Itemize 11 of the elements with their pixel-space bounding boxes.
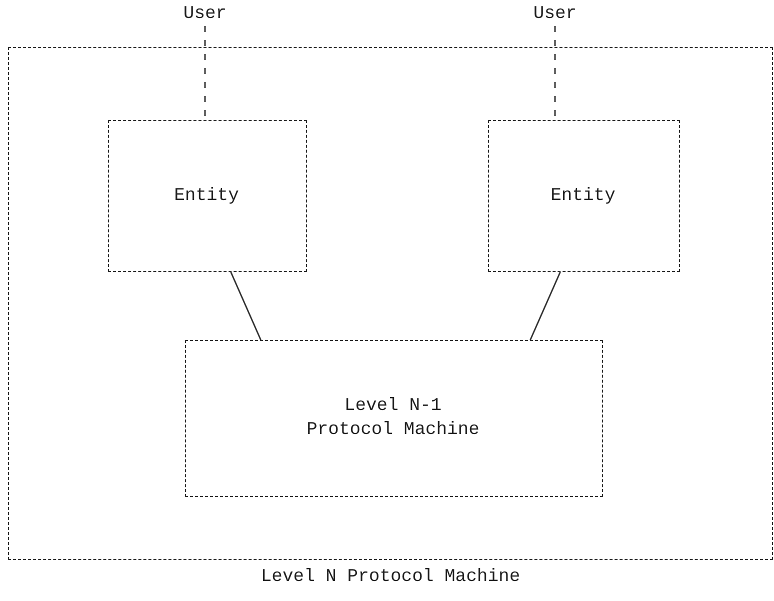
box-label: Entity <box>550 184 616 208</box>
entity-box <box>488 120 680 272</box>
entity-box <box>108 120 306 272</box>
user-label: User <box>175 2 235 26</box>
connector-line <box>230 272 262 340</box>
box-label: Level N-1 Protocol Machine <box>306 395 480 442</box>
protocol-machine-box <box>184 340 602 496</box>
user-label: User <box>525 2 585 26</box>
frame-title: Level N Protocol Machine <box>260 567 522 587</box>
connector-line <box>530 272 561 340</box>
box-label: Entity <box>173 184 240 208</box>
